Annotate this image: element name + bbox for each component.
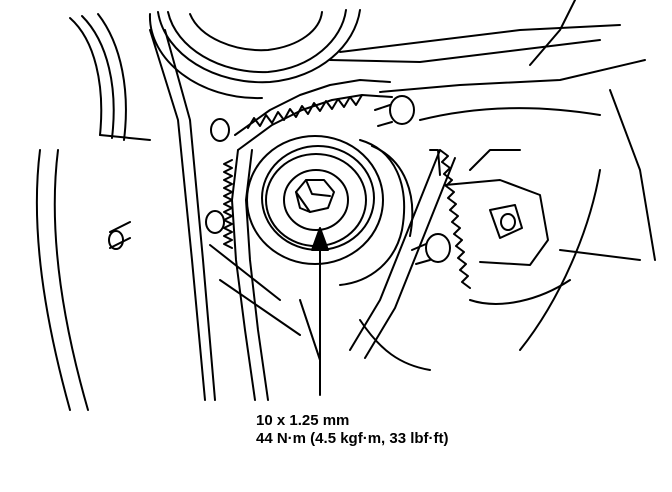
leader-arrow bbox=[311, 227, 329, 396]
timing-belt bbox=[223, 79, 471, 401]
bolt-size-label: 10 x 1.25 mm bbox=[256, 412, 350, 429]
tensioner-bolt bbox=[295, 179, 335, 213]
dowel-pins bbox=[108, 95, 451, 265]
engine-cover-outline bbox=[35, 0, 656, 411]
left-pulley bbox=[69, 13, 127, 141]
torque-spec-label: 44 N·m (4.5 kgf·m, 33 lbf·ft) bbox=[256, 430, 449, 447]
tensioner-bracket bbox=[429, 149, 549, 266]
bolt-spec-callout: 10 x 1.25 mm 44 N·m (4.5 kgf·m, 33 lbf·f… bbox=[256, 412, 449, 448]
tensioner-pulley bbox=[246, 135, 414, 286]
top-pulley bbox=[148, 9, 361, 100]
